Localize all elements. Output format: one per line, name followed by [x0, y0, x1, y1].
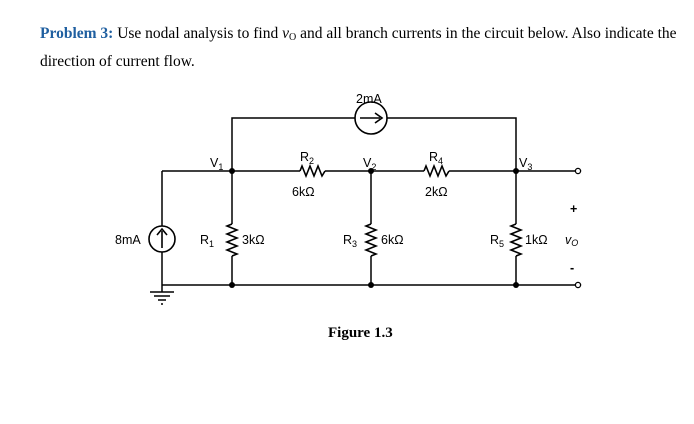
node-dot-v1 — [229, 168, 235, 174]
label-vo: vO — [565, 233, 578, 248]
ground-icon — [150, 291, 174, 305]
node-dot-bottom-2 — [368, 282, 374, 288]
node-dots — [229, 168, 519, 288]
problem-text-after: and all branch currents in the circuit b… — [40, 25, 677, 70]
resistor-r3-zigzag — [363, 223, 379, 257]
node-dot-v2 — [368, 168, 374, 174]
resistor-r1-zigzag — [224, 223, 240, 257]
label-r1-value: 3kΩ — [242, 233, 265, 247]
vo-subscript: O — [288, 32, 297, 43]
label-r1: R1 — [200, 233, 214, 249]
label-r3-value: 6kΩ — [381, 233, 404, 247]
resistor-r2-zigzag — [299, 163, 326, 179]
label-8ma: 8mA — [115, 233, 141, 247]
label-plus: + — [570, 202, 577, 216]
label-r2: R2 — [300, 150, 314, 166]
wire-top-left — [231, 117, 355, 171]
vo-variable: v — [282, 25, 289, 42]
current-source-8ma — [148, 225, 176, 253]
node-dot-bottom-1 — [229, 282, 235, 288]
label-r3: R3 — [343, 233, 357, 249]
wire-top-right — [387, 117, 517, 171]
current-source-2ma — [354, 101, 388, 135]
circuit-wires — [161, 117, 575, 292]
label-r2-value: 6kΩ — [292, 185, 315, 199]
label-minus: - — [570, 261, 574, 275]
node-dot-bottom-3 — [513, 282, 519, 288]
resistor-r4-zigzag — [423, 163, 450, 179]
label-r5: R5 — [490, 233, 504, 249]
label-r4: R4 — [429, 150, 443, 166]
output-terminal-bottom — [574, 281, 582, 289]
figure-caption: Figure 1.3 — [328, 325, 393, 341]
problem-label: Problem 3: — [40, 25, 114, 42]
label-2ma: 2mA — [356, 92, 382, 106]
arrow-right-head-icon — [374, 112, 384, 124]
label-r4-value: 2kΩ — [425, 185, 448, 199]
arrow-up-head-icon — [156, 227, 168, 236]
node-dot-v3 — [513, 168, 519, 174]
label-v2: V2 — [363, 156, 376, 172]
problem-statement: Problem 3: Use nodal analysis to find vO… — [40, 22, 680, 74]
resistor-r5-zigzag — [508, 223, 524, 257]
output-terminal-top — [574, 167, 582, 175]
problem-text-before: Use nodal analysis to find — [113, 25, 283, 42]
label-v3: V3 — [519, 156, 532, 172]
label-r5-value: 1kΩ — [525, 233, 548, 247]
label-v1: V1 — [210, 156, 223, 172]
